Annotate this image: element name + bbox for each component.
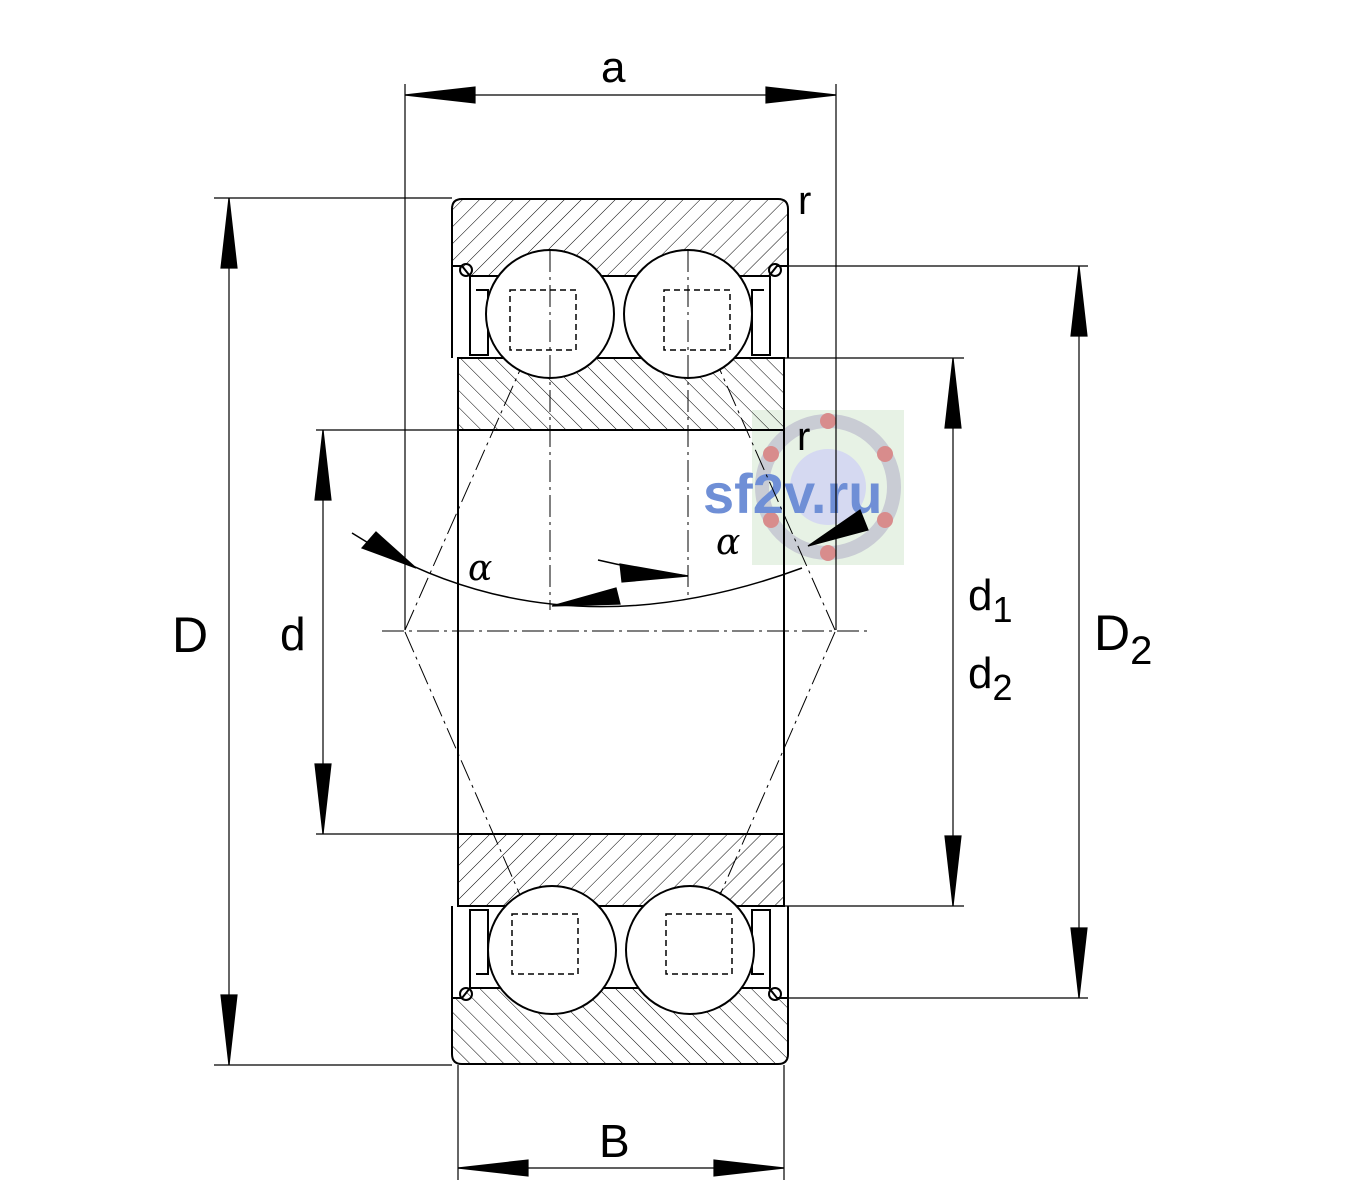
dimension-labels: a B D d d1 d2 D2 r r α α (172, 43, 1152, 1167)
label-d1-sub: 1 (992, 589, 1012, 630)
cage (509, 289, 733, 975)
label-d1-base: d (968, 571, 992, 620)
label-d2: d2 (968, 649, 1013, 708)
watermark-logo: sf2v.ru (703, 410, 904, 565)
extension-lines (214, 84, 1088, 1180)
outer-ring-top (451, 198, 789, 277)
bearing-logo-icon (755, 413, 901, 561)
label-D2-sub: 2 (1130, 629, 1152, 673)
label-r-top: r (798, 179, 811, 223)
center-lines (382, 250, 870, 896)
label-alpha-right: α (716, 522, 740, 563)
dimension-lines (220, 86, 1088, 1177)
inner-ring-top (457, 357, 785, 431)
label-a: a (601, 43, 626, 92)
label-r-mid: r (797, 415, 810, 459)
outer-ring-bottom (451, 987, 789, 1065)
inner-ring-bottom (457, 833, 785, 907)
label-B: B (599, 1115, 630, 1167)
label-d: d (280, 608, 306, 660)
label-d2-sub: 2 (992, 667, 1012, 708)
seals (459, 263, 782, 1001)
ball-bottom-right (625, 885, 755, 1015)
label-D2: D2 (1094, 605, 1152, 673)
bore (451, 266, 789, 998)
label-D: D (172, 607, 208, 663)
label-d2-base: d (968, 649, 992, 698)
label-d1: d1 (968, 571, 1013, 630)
label-alpha-left: α (468, 548, 492, 589)
label-D2-base: D (1094, 605, 1130, 661)
ball-bottom-left (487, 885, 617, 1015)
